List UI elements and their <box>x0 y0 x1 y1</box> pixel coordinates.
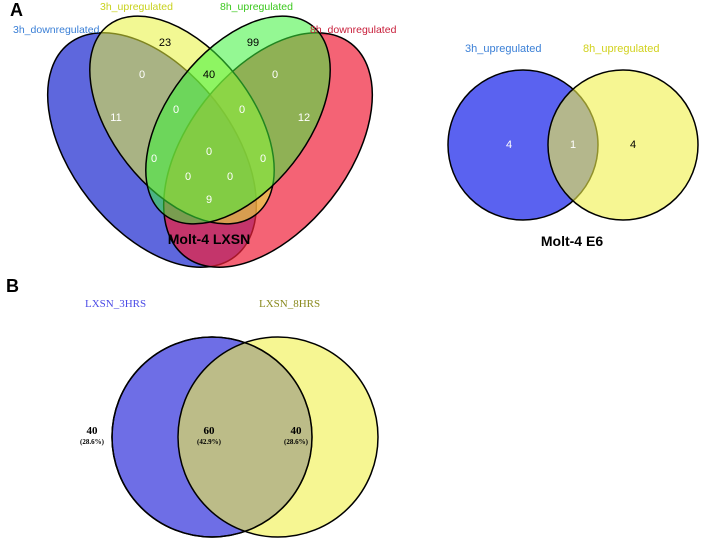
count-3h-down-8h-up: 0 <box>151 153 157 165</box>
set-8h-upregulated-ellipse <box>145 15 331 225</box>
count-lxsn-3hrs-only: 40 <box>87 425 99 437</box>
count-3h-up-only: 23 <box>159 37 171 49</box>
label-8h-upregulated: 8h_upregulated <box>220 1 293 13</box>
count-lxsn-both: 60 <box>204 425 216 437</box>
count-e6-8h-only: 4 <box>630 139 636 151</box>
label-e6-8h-upregulated: 8h_upregulated <box>583 43 659 55</box>
count-3h-up-8h-up: 40 <box>203 69 215 81</box>
count-3h-down-only: 11 <box>110 112 121 124</box>
pct-lxsn-8hrs-only: (28.6%) <box>284 438 309 446</box>
count-3h-down-8h-down: 9 <box>206 194 212 206</box>
count-3h-up-8h-down: 0 <box>260 153 266 165</box>
count-3h-down-3h-up-8h-down: 0 <box>227 171 233 183</box>
pct-lxsn-both: (42.9%) <box>197 438 222 446</box>
label-3h-downregulated: 3h_downregulated <box>13 24 100 36</box>
set-8h-upregulated-circle <box>547 69 699 221</box>
label-8h-downregulated: 8h_downregulated <box>310 24 397 36</box>
count-8h-up-8h-down: 0 <box>272 69 278 81</box>
label-lxsn-3hrs: LXSN_3HRS <box>85 298 146 310</box>
caption-molt4-lxsn: Molt-4 LXSN <box>168 231 250 247</box>
count-3h-down-3h-up-8h-up: 0 <box>173 104 179 116</box>
two-set-venn-e6 <box>447 69 699 221</box>
pct-lxsn-3hrs-only: (28.6%) <box>80 438 105 446</box>
label-lxsn-8hrs: LXSN_8HRS <box>259 298 320 310</box>
label-3h-upregulated: 3h_upregulated <box>100 1 173 13</box>
count-e6-3h-only: 4 <box>506 139 512 151</box>
count-3h-up-8h-up-8h-down: 0 <box>239 104 245 116</box>
count-8h-up-only: 99 <box>247 37 259 49</box>
count-e6-both: 1 <box>570 139 576 151</box>
panel-b-letter: B <box>6 276 19 296</box>
set-lxsn-8hrs-circle <box>177 336 379 538</box>
count-lxsn-8hrs-only: 40 <box>291 425 303 437</box>
caption-molt4-e6: Molt-4 E6 <box>541 233 603 249</box>
label-e6-3h-upregulated: 3h_upregulated <box>465 43 541 55</box>
set-lxsn-3hrs-outline <box>111 336 313 538</box>
panel-a-letter: A <box>10 0 23 20</box>
four-set-venn <box>46 15 374 268</box>
count-3h-down-8h-up-8h-down: 0 <box>185 171 191 183</box>
count-8h-down-only: 12 <box>298 112 310 124</box>
count-3h-down-3h-up: 0 <box>139 69 145 81</box>
two-set-venn-lxsn <box>111 336 379 538</box>
count-all-four: 0 <box>206 146 212 158</box>
